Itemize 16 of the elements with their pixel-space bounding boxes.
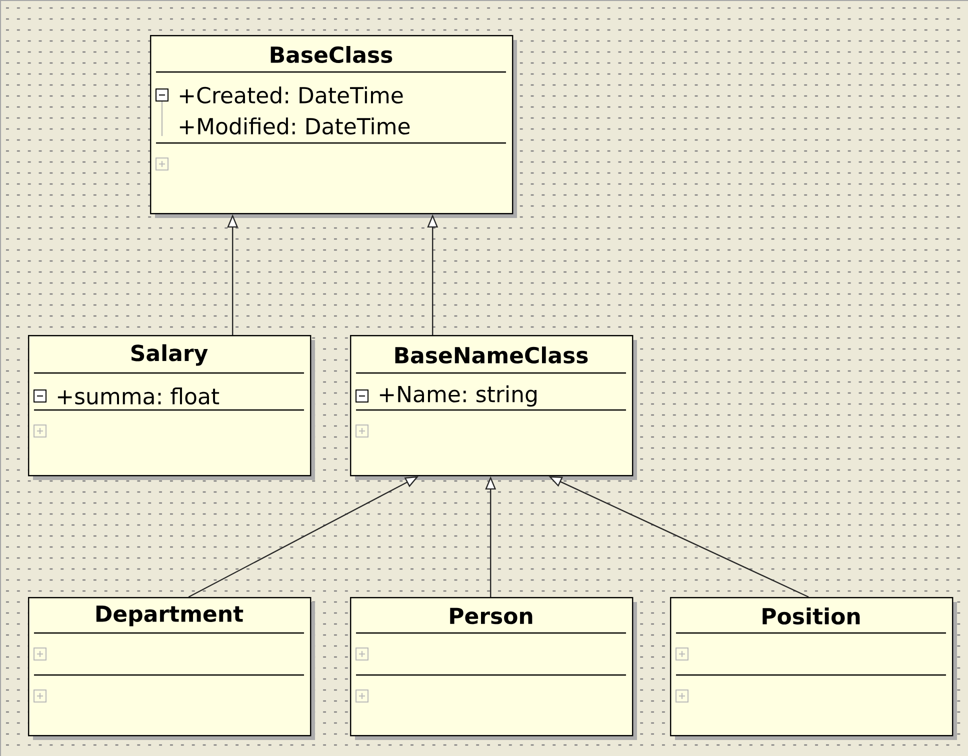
class-box: [350, 335, 637, 480]
class-name: BaseClass: [270, 46, 392, 63]
class-name: Salary: [131, 344, 208, 366]
class-name: Position: [762, 608, 860, 624]
class-box: [28, 597, 315, 740]
class-name: Person: [450, 608, 532, 624]
class-box: [350, 597, 637, 740]
class-name: BaseNameClass: [395, 346, 588, 364]
class-box: [28, 335, 315, 480]
class-box: [670, 597, 957, 740]
class-name: Department: [96, 606, 244, 626]
attribute-text: +Name: string: [380, 385, 536, 407]
attribute-text: +Modified: DateTime: [180, 118, 410, 135]
attribute-text: +Created: DateTime: [180, 86, 403, 104]
class-box: [150, 35, 517, 218]
attribute-text: +summa: float: [58, 388, 220, 404]
